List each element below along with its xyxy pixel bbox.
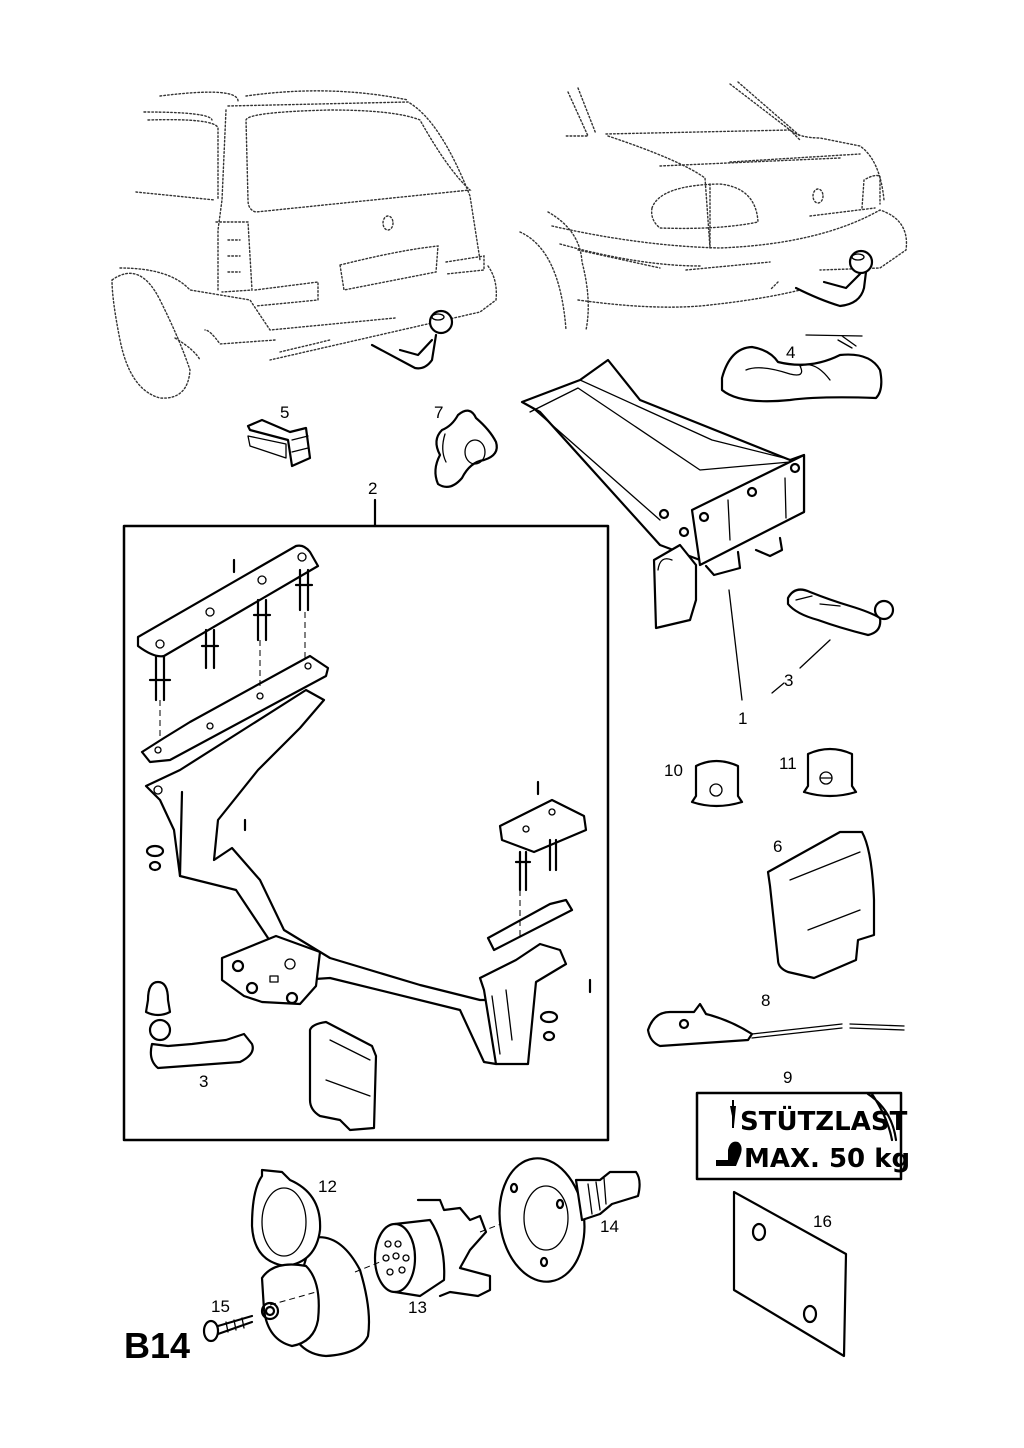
part-7-star-knob [434,409,498,489]
callout-14: 14 [600,1217,619,1236]
callout-5: 5 [280,403,289,422]
sheet-code: B14 [124,1325,190,1366]
label-plate-line1: STÜTZLAST [740,1104,908,1137]
callout-1: 1 [738,709,747,728]
callout-labels: 4 5 7 2 3 1 10 11 6 8 9 3 12 14 16 13 15 [199,343,832,1317]
saloon-car-illustration [519,81,908,331]
callout-3-right: 3 [784,671,793,690]
estate-car-illustration [111,90,498,399]
callout-3-left: 3 [199,1072,208,1091]
callout-16: 16 [813,1212,832,1231]
part-10-ball-cap [690,759,744,808]
part-8-wiring-harness [646,1002,905,1048]
part-5-clip [246,418,312,468]
part-14-socket-grommet [498,1157,641,1283]
part-6-storage-case [766,830,876,980]
callout-13: 13 [408,1298,427,1317]
callout-12: 12 [318,1177,337,1196]
callout-7: 7 [434,403,443,422]
part-15-screw [202,1314,254,1343]
callout-10: 10 [664,761,683,780]
callout-11: 11 [779,754,797,773]
callout-9: 9 [783,1068,792,1087]
part-9-nose-weight-label: STÜTZLAST MAX. 50 kg [695,1091,910,1181]
part-12-socket-cover [250,1168,371,1358]
callout-8: 8 [761,991,770,1010]
part-3-ball-neck-right [771,588,895,694]
callout-15: 15 [211,1297,230,1316]
part-11-ball-cap [802,747,858,798]
callout-6: 6 [773,837,782,856]
callout-4: 4 [786,343,795,362]
part-13-socket-13-pin [354,1198,549,1298]
part-1-tow-bar-frame [520,358,806,701]
part-2-kit-box [122,498,610,1142]
part-16-mounting-plate [732,1190,848,1358]
label-plate-line2: MAX. 50 kg [744,1144,910,1174]
part-4-cover-bag [720,334,883,403]
callout-2: 2 [368,479,377,498]
